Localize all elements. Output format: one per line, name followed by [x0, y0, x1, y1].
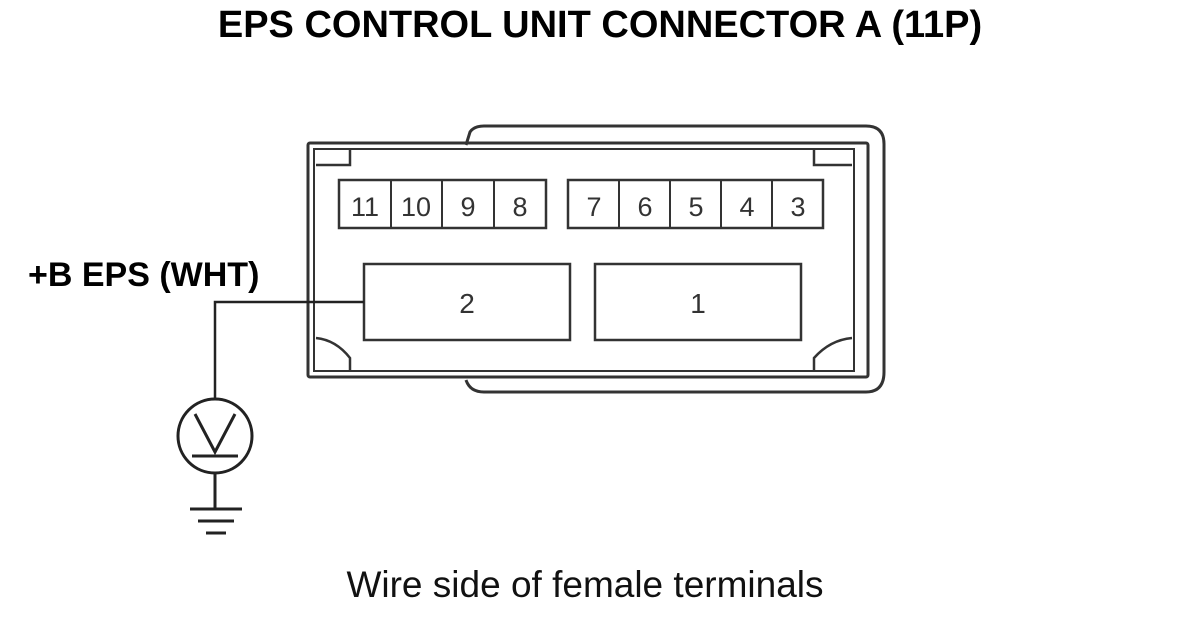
pin-7-label: 7	[586, 192, 601, 222]
pin-10-label: 10	[401, 192, 431, 222]
pin-block-top-left: 11 10 9 8	[337, 178, 548, 230]
pin-1-label: 1	[690, 288, 706, 319]
caption-text: Wire side of female terminals	[346, 564, 824, 605]
pin-11-label: 11	[351, 192, 379, 222]
diagram-title: EPS CONTROL UNIT CONNECTOR A (11P)	[217, 4, 983, 46]
connector-housing	[306, 124, 886, 394]
diagram-caption: Wire side of female terminals	[0, 564, 1200, 606]
pin-1: 1	[593, 262, 803, 342]
wire-label-b-eps: +B EPS (WHT)	[28, 256, 260, 294]
pin-block-top-right: 7 6 5 4 3	[566, 178, 825, 230]
pin-3-label: 3	[790, 192, 805, 222]
voltmeter-icon	[176, 397, 254, 475]
pin-2-label: 2	[459, 288, 475, 319]
pin-2: 2	[362, 262, 572, 342]
pin-5-label: 5	[688, 192, 703, 222]
pin-4-label: 4	[739, 192, 754, 222]
pin-9-label: 9	[460, 192, 475, 222]
test-lead-wire	[213, 300, 364, 398]
pin-6-label: 6	[637, 192, 652, 222]
ground-icon	[190, 473, 242, 535]
pin-8-label: 8	[512, 192, 527, 222]
corner-latches	[315, 150, 853, 371]
